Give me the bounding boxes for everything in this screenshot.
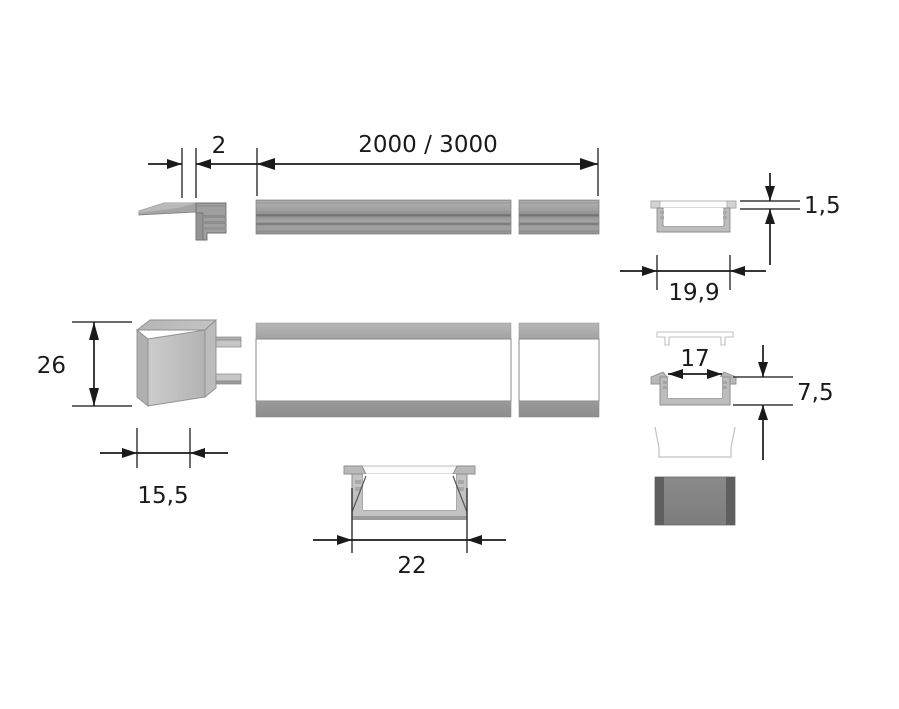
dimension-endcap-height: 26	[37, 321, 132, 407]
arrowhead-left	[337, 535, 352, 545]
endcap-band-2	[204, 215, 226, 218]
arrowhead-left	[122, 448, 137, 458]
arrowhead-right	[190, 448, 205, 458]
endcap-3d-front-face	[147, 329, 206, 407]
section-rib-left-1	[663, 381, 667, 384]
view-section-bottom-center	[343, 465, 476, 520]
arrowhead-right	[467, 535, 482, 545]
bottom-rib-right-2	[458, 487, 464, 491]
flange-wing-left	[343, 465, 367, 475]
dim-label-endcap-width: 15,5	[137, 483, 188, 509]
section-cavity	[664, 208, 723, 226]
dimension-flange-width: 22	[313, 488, 506, 579]
section-rib-right-1	[723, 211, 727, 214]
bottom-section-base	[352, 516, 467, 520]
view-endcap-block	[654, 476, 736, 526]
dimension-cover-thickness: 1,5	[740, 173, 841, 265]
endcap-block-edge-left	[655, 477, 664, 525]
dimension-profile-height: 7,5	[733, 345, 834, 460]
arrowhead-left	[257, 158, 275, 170]
dim-label-endcap-thickness: 2	[212, 133, 227, 159]
endcap-prong-upper	[215, 339, 242, 348]
dim-label-endcap-height: 26	[37, 353, 66, 379]
dim-label-inner-channel-width: 17	[680, 346, 709, 372]
arrowhead-lower	[758, 405, 768, 420]
section-rib-left-1	[660, 211, 664, 214]
endcap-prong-lower-bottom	[215, 380, 242, 385]
endcap-3d-right-face	[204, 318, 217, 398]
arrowhead-lower	[765, 209, 775, 224]
section-rib-left-2	[663, 386, 667, 389]
section-cover-plate	[650, 200, 737, 209]
plan-bottom-rail-right	[518, 400, 600, 418]
plan-top-rail-right	[518, 322, 600, 340]
arrowhead-left	[642, 266, 657, 276]
dimension-endcap-thickness: 2	[148, 133, 232, 198]
endcap-3d-top-face	[135, 319, 218, 331]
dimension-profile-length: 2000 / 3000	[232, 132, 599, 196]
endcap-prong-upper-top	[215, 336, 242, 341]
arrowhead-right	[196, 159, 211, 169]
diffuser-outline-shape	[654, 426, 736, 458]
view-section-mid-right	[650, 371, 737, 406]
section-channel-cavity	[668, 377, 722, 398]
section-flange-left	[650, 200, 661, 209]
leader-right	[452, 475, 468, 513]
endcap-3d-left-face	[136, 329, 149, 407]
plan-top-rail-left	[255, 322, 512, 340]
endcap-prong-lower	[215, 373, 242, 382]
view-profile-side	[255, 199, 600, 235]
arrowhead-left	[668, 369, 683, 379]
bottom-section-cavity	[363, 474, 456, 510]
plan-bottom-rail-left	[255, 400, 512, 418]
section-rib-right-2	[723, 386, 727, 389]
dim-label-profile-outer-width: 19,9	[668, 280, 719, 306]
arrowhead-upper	[758, 362, 768, 377]
endcap-plate-highlight	[139, 203, 196, 213]
arrowhead-right	[707, 369, 722, 379]
arrowhead-bottom	[89, 388, 99, 406]
section-rib-right-1	[723, 381, 727, 384]
profile-bar-left-segment	[255, 199, 512, 235]
arrowhead-right	[580, 158, 598, 170]
view-diffuser-outline	[654, 426, 736, 458]
arrowhead-upper	[765, 186, 775, 201]
endcap-block-face	[654, 476, 736, 526]
profile-bar-right-segment	[518, 199, 600, 235]
endcap-band-3	[204, 221, 226, 224]
view-endcap-side	[138, 202, 227, 241]
view-section-top-right	[650, 200, 737, 233]
endcap-tab	[195, 212, 204, 241]
cover-outline-shape	[656, 331, 734, 346]
dim-label-cover-thickness: 1,5	[804, 193, 841, 219]
section-flange-right	[726, 200, 737, 209]
view-cover-outline	[656, 331, 734, 346]
profile-bar-grooves	[256, 202, 599, 232]
dim-label-flange-width: 22	[397, 553, 426, 579]
leader-left	[351, 475, 367, 513]
endcap-block-edge-right	[726, 477, 735, 525]
arrowhead-top	[89, 322, 99, 340]
dim-label-profile-height: 7,5	[797, 380, 834, 406]
section-rib-left-2	[660, 216, 664, 219]
view-profile-plan	[255, 322, 600, 418]
bottom-rib-left-1	[355, 480, 361, 484]
plan-face-left	[255, 338, 512, 402]
dimension-profile-outer-width: 19,9	[620, 255, 766, 306]
section-rib-right-2	[723, 216, 727, 219]
arrowhead-left	[167, 159, 182, 169]
endcap-band-4	[204, 227, 226, 230]
bottom-rib-left-2	[355, 487, 361, 491]
dimension-inner-channel-width: 17	[668, 346, 722, 379]
bottom-rib-right-1	[458, 480, 464, 484]
plan-face-right	[518, 338, 600, 402]
dim-label-profile-length: 2000 / 3000	[358, 132, 497, 158]
flange-wing-right	[452, 465, 476, 475]
view-endcap-3d	[135, 318, 242, 407]
dimension-endcap-width: 15,5	[100, 428, 228, 509]
arrowhead-right	[730, 266, 745, 276]
